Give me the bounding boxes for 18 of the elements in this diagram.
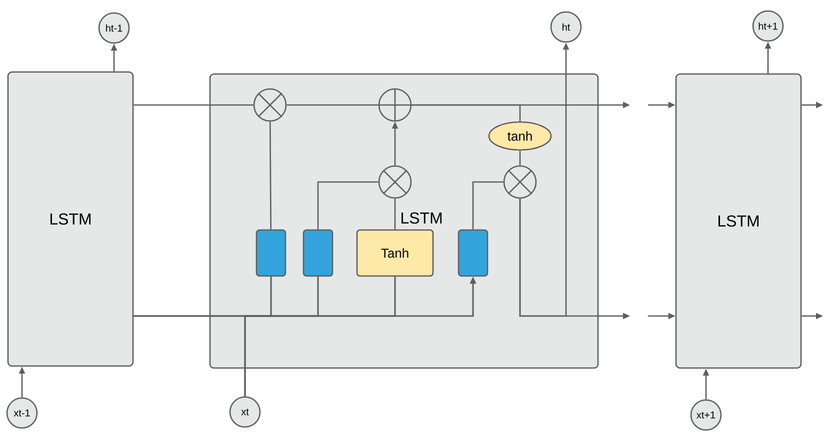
connector-line <box>519 150 521 166</box>
connector-line <box>472 181 504 230</box>
connector-line <box>317 181 378 230</box>
connector-line <box>412 104 521 122</box>
multiply-operator <box>503 165 537 199</box>
gate-box <box>256 229 286 277</box>
connector-line <box>269 122 272 230</box>
gate-box <box>458 229 488 277</box>
lstm-box: LSTM <box>675 73 802 369</box>
tanh-box: Tanh <box>356 229 434 277</box>
add-operator <box>378 88 412 122</box>
gate-box <box>302 229 334 277</box>
multiply-operator <box>378 165 412 199</box>
connector-line <box>394 198 396 230</box>
lstm-box: LSTM <box>7 71 134 367</box>
connector-line <box>134 104 254 106</box>
connector-line <box>286 104 378 106</box>
multiply-operator <box>253 88 287 122</box>
